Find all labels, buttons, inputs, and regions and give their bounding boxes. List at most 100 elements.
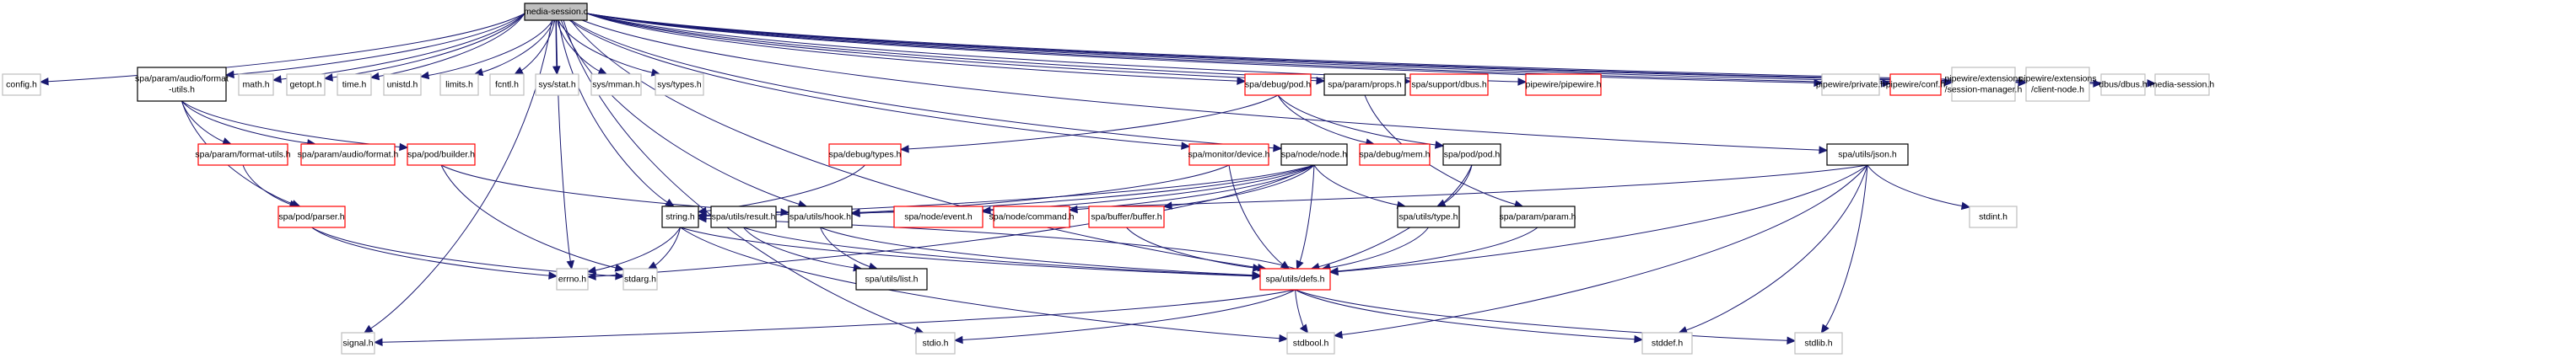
node-box-nodenode[interactable] xyxy=(1280,143,1348,166)
node-list[interactable]: spa/utils/list.h xyxy=(855,268,928,291)
edge-root-to-nodenode xyxy=(570,19,1275,149)
node-box-pipewire[interactable] xyxy=(1525,73,1602,96)
node-debugpod[interactable]: spa/debug/pod.h xyxy=(1244,73,1312,96)
node-label: dbus/dbus.h xyxy=(2099,79,2147,89)
node-label: media-session.h xyxy=(2150,79,2215,89)
node-builder[interactable]: spa/pod/builder.h xyxy=(407,143,476,166)
node-hook[interactable]: spa/utils/hook.h xyxy=(788,206,853,228)
edge-defs-to-stddef xyxy=(1295,289,1636,340)
node-box-paramparam[interactable] xyxy=(1500,206,1576,228)
edge-root-to-hook xyxy=(560,19,800,205)
arrowhead-icon xyxy=(1280,260,1291,270)
node-stdarg: stdarg.h xyxy=(622,268,658,291)
node-label: math.h xyxy=(242,79,269,89)
edge-json-to-stddef xyxy=(1685,164,1868,331)
node-root[interactable]: media-session.c xyxy=(524,3,588,21)
node-errno: errno.h xyxy=(556,268,589,291)
edge-fmtutils_audio-to-formatutils xyxy=(181,100,224,142)
node-pipewire[interactable]: pipewire/pipewire.h xyxy=(1525,73,1602,96)
arrowhead-icon xyxy=(1316,77,1326,85)
node-box-json[interactable] xyxy=(1826,143,1909,166)
node-stdbool: stdbool.h xyxy=(1286,332,1335,355)
node-paramparam[interactable]: spa/param/param.h xyxy=(1499,206,1576,228)
node-label: spa/debug/pod.h xyxy=(1245,79,1311,89)
node-box-podpod[interactable] xyxy=(1442,143,1501,166)
node-label: spa/debug/mem.h xyxy=(1359,149,1430,159)
node-box-hook[interactable] xyxy=(788,206,853,228)
node-unistd: unistd.h xyxy=(383,73,422,96)
node-props[interactable]: spa/param/props.h xyxy=(1323,73,1406,96)
node-box-props[interactable] xyxy=(1323,73,1406,96)
node-box-buffer[interactable] xyxy=(1088,206,1165,228)
node-time: time.h xyxy=(337,73,372,96)
node-box-list[interactable] xyxy=(855,268,928,291)
arrowhead-icon xyxy=(597,67,608,75)
node-nodenode[interactable]: spa/node/node.h xyxy=(1280,143,1348,166)
edge-string-to-stdbool xyxy=(680,227,1280,339)
node-result[interactable]: spa/utils/result.h xyxy=(710,206,777,228)
node-box-dbus_support[interactable] xyxy=(1409,73,1489,96)
node-box-systypes xyxy=(655,73,704,96)
node-parser[interactable]: spa/pod/parser.h xyxy=(278,206,346,228)
node-box-debugpod[interactable] xyxy=(1244,73,1312,96)
node-label: time.h xyxy=(342,79,367,89)
node-box-root[interactable] xyxy=(524,3,588,21)
node-box-defs[interactable] xyxy=(1259,268,1331,291)
node-box-parser[interactable] xyxy=(278,206,346,228)
node-dbus_support[interactable]: spa/support/dbus.h xyxy=(1409,73,1489,96)
node-label: spa/param/props.h xyxy=(1328,79,1402,89)
node-box-unistd xyxy=(383,73,422,96)
node-box-sysstat xyxy=(535,73,579,96)
node-label: spa/param/param.h xyxy=(1499,211,1576,222)
node-box-audioformat[interactable] xyxy=(300,143,396,166)
node-label: spa/buffer/buffer.h xyxy=(1091,211,1161,222)
node-box-formatutils[interactable] xyxy=(197,143,288,166)
node-box-debugmem[interactable] xyxy=(1359,143,1431,166)
node-defs[interactable]: spa/utils/defs.h xyxy=(1259,268,1331,291)
node-debugtypes[interactable]: spa/debug/types.h xyxy=(828,143,902,166)
node-monitordevice[interactable]: spa/monitor/device.h xyxy=(1188,143,1270,166)
edge-string-to-errno xyxy=(595,227,681,271)
node-box-utilstype[interactable] xyxy=(1397,206,1460,228)
edge-result-to-list xyxy=(743,227,854,269)
edge-hook-to-defs xyxy=(820,227,1253,276)
arrowhead-icon xyxy=(2147,79,2157,88)
edge-json-to-string xyxy=(705,164,1868,216)
node-fmtutils_audio[interactable]: spa/param/audio/format-utils.h xyxy=(135,67,229,102)
node-box-getopt xyxy=(286,73,326,96)
node-box-conf[interactable] xyxy=(1889,73,1942,96)
node-nodecommand[interactable]: spa/node/command.h xyxy=(989,206,1075,228)
arrowhead-icon xyxy=(39,77,49,86)
node-box-nodecommand[interactable] xyxy=(993,206,1070,228)
node-podpod[interactable]: spa/pod/pod.h xyxy=(1442,143,1501,166)
node-debugmem[interactable]: spa/debug/mem.h xyxy=(1359,143,1431,166)
node-signal: signal.h xyxy=(341,332,375,355)
node-box-result[interactable] xyxy=(710,206,777,228)
node-conf[interactable]: pipewire/conf.h xyxy=(1886,73,1946,96)
node-box-fmtutils_audio[interactable] xyxy=(137,67,227,102)
arrowhead-icon xyxy=(1436,199,1447,207)
node-label: stdint.h xyxy=(1979,211,2007,222)
node-box-debugtypes[interactable] xyxy=(828,143,902,166)
node-formatutils[interactable]: spa/param/format-utils.h xyxy=(195,143,291,166)
node-box-builder[interactable] xyxy=(407,143,476,166)
node-string[interactable]: string.h xyxy=(661,206,699,228)
edge-string-to-defs xyxy=(680,227,1253,277)
node-label: pipewire/conf.h xyxy=(1886,79,1946,89)
node-utilstype[interactable]: spa/utils/type.h xyxy=(1397,206,1460,228)
arrowhead-icon xyxy=(1181,142,1191,150)
edge-root-to-math xyxy=(280,13,525,80)
node-nodeevent[interactable]: spa/node/event.h xyxy=(893,206,984,228)
node-json[interactable]: spa/utils/json.h xyxy=(1826,143,1909,166)
node-label: media-session.c xyxy=(524,7,588,17)
node-audioformat[interactable]: spa/param/audio/format.h xyxy=(298,143,399,166)
arrowhead-icon xyxy=(369,72,380,81)
node-box-string[interactable] xyxy=(661,206,699,228)
edge-fmtutils_audio-to-parser xyxy=(181,100,294,205)
node-box-monitordevice[interactable] xyxy=(1188,143,1269,166)
node-box-nodeevent[interactable] xyxy=(893,206,984,228)
node-label: stdio.h xyxy=(923,338,949,348)
node-buffer[interactable]: spa/buffer/buffer.h xyxy=(1088,206,1165,228)
arrowhead-icon xyxy=(1328,267,1339,275)
node-stddef: stddef.h xyxy=(1641,332,1693,355)
